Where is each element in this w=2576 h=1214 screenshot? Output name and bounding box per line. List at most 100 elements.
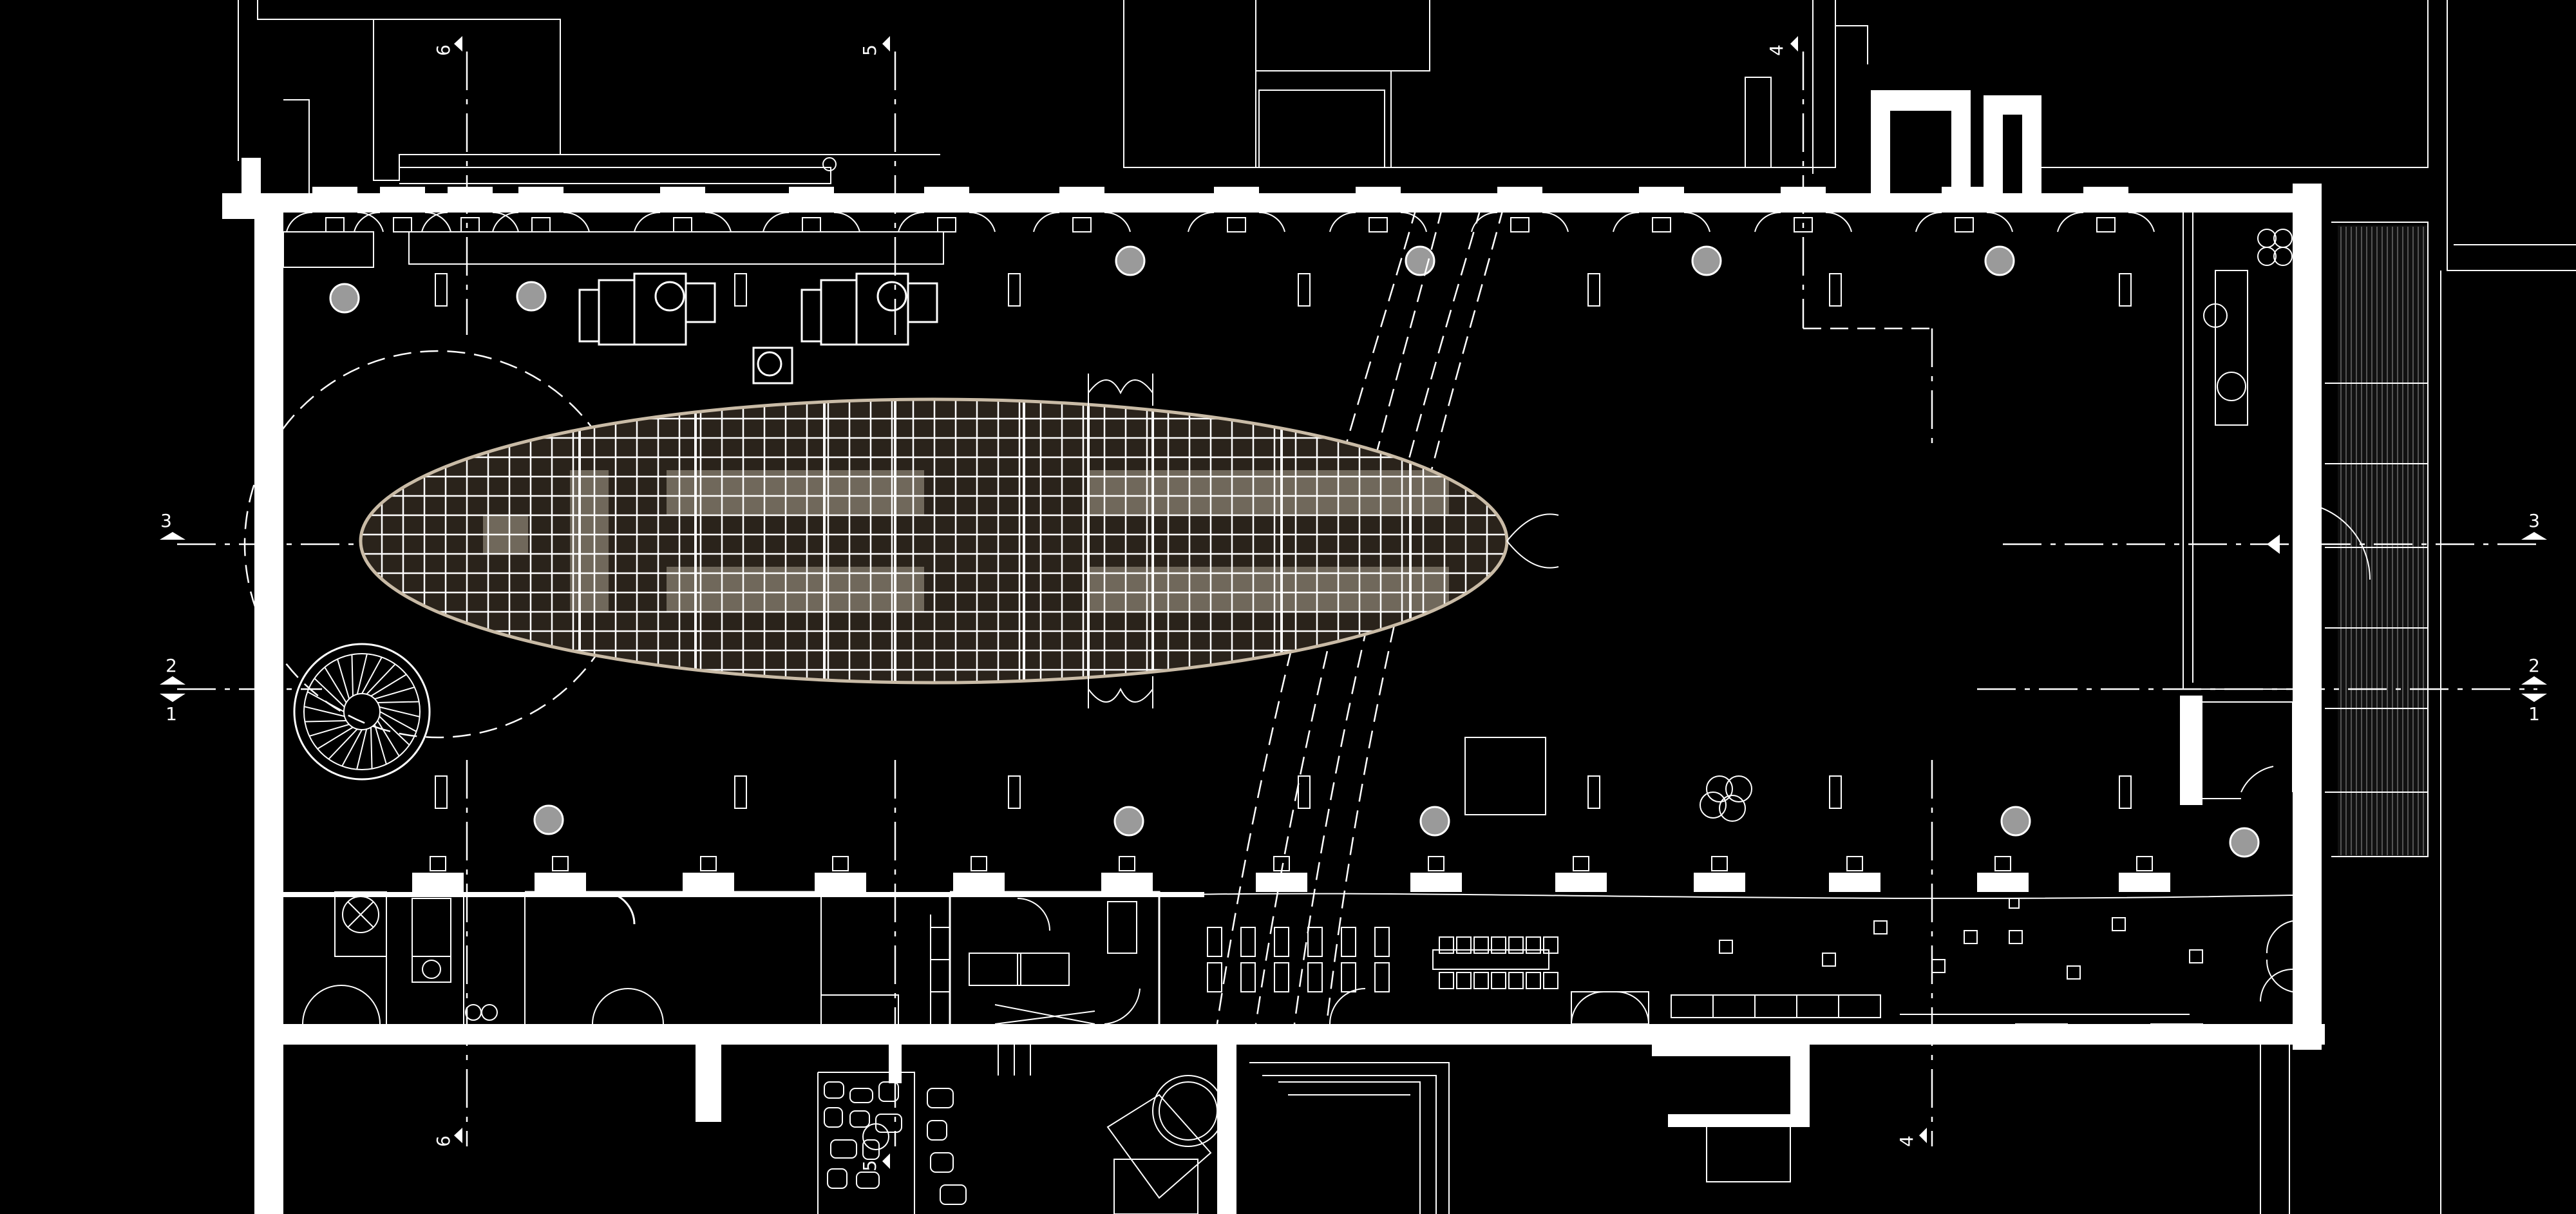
window-pier [1410, 873, 1462, 892]
heater [1008, 775, 1021, 809]
window-sash [1542, 211, 1569, 232]
chair [1543, 936, 1558, 954]
section-label: 4 [1766, 44, 1787, 56]
north-tower-2 [1984, 95, 2041, 193]
stair-tread [377, 720, 400, 757]
desk-clusters [1207, 927, 1558, 992]
section-label: 3 [160, 510, 172, 531]
window-pier [1977, 873, 2029, 892]
window-sash [1329, 211, 1356, 232]
column [516, 281, 547, 312]
radiator [1072, 217, 1092, 232]
outer-walls [222, 90, 2325, 1214]
window-sash [1033, 211, 1060, 232]
heater [1587, 775, 1600, 809]
stair-tread [314, 678, 345, 708]
window-pier [1942, 187, 1987, 203]
chair [1456, 936, 1472, 954]
window-pier [1497, 187, 1542, 203]
chair [1543, 972, 1558, 989]
machinery [283, 157, 944, 384]
desk [1374, 927, 1390, 957]
radiator [1652, 217, 1671, 232]
stair-tread [361, 656, 383, 694]
desk [1274, 962, 1289, 992]
window-sash [286, 211, 313, 232]
stone [940, 1184, 967, 1205]
window-pier [789, 187, 834, 203]
window-sash [424, 211, 451, 232]
heater [435, 273, 448, 307]
ellipse-stage [359, 374, 1559, 708]
radiator [937, 217, 956, 232]
stair-tread [374, 724, 387, 764]
stone [849, 1088, 873, 1103]
radiator [2096, 217, 2116, 232]
south-bay [1652, 1045, 1810, 1127]
radiator [2136, 856, 2153, 871]
table [667, 470, 924, 515]
window-sash [1986, 211, 2013, 232]
south-window-piers [412, 856, 2170, 892]
heater [734, 273, 747, 307]
spiral-staircase [293, 643, 431, 781]
window-pier [2119, 873, 2170, 892]
table [1088, 470, 1449, 515]
window-pier [1214, 187, 1259, 203]
column [2000, 806, 2031, 837]
window-sash [1471, 211, 1498, 232]
section-markers: 3 3 2 1 2 1 6 5 4 6 [160, 36, 2547, 1171]
desk [1307, 927, 1323, 957]
window-pier [1101, 873, 1153, 892]
ellipse-grid [361, 399, 1507, 683]
window-pier [1639, 187, 1684, 203]
marker-4-south: 4 [1896, 1128, 1927, 1147]
desk [1240, 927, 1256, 957]
heater [1008, 273, 1021, 307]
marker-5-north: 5 [859, 36, 890, 56]
window-pier [683, 873, 734, 892]
stair-tread [337, 659, 350, 699]
radiator [971, 856, 987, 871]
ellipse-entrances [1088, 374, 1153, 708]
window-sash [357, 211, 384, 232]
chair [1491, 972, 1506, 989]
radiator [1846, 856, 1863, 871]
east-room [2180, 213, 2371, 992]
section-label: 5 [859, 44, 880, 56]
window-pier [1555, 873, 1607, 892]
radiator [700, 856, 717, 871]
window-sash [1915, 211, 1942, 232]
south-pier-1 [696, 1045, 721, 1122]
desk [1207, 962, 1222, 992]
stair-tread [379, 716, 410, 746]
stone [827, 1168, 848, 1189]
section-label: 3 [2528, 510, 2540, 531]
window-sash [634, 211, 661, 232]
window-sash [1754, 211, 1781, 232]
stair-tread [370, 674, 407, 697]
chair [1526, 936, 1541, 954]
heater [1829, 273, 1842, 307]
window-sash [492, 211, 519, 232]
marker-4-north: 4 [1766, 36, 1798, 56]
table [1088, 567, 1449, 612]
column [2229, 827, 2260, 858]
chair [1473, 972, 1489, 989]
radiator [1510, 217, 1530, 232]
stair-tread [307, 691, 345, 712]
stair-tread [324, 667, 347, 703]
heater [1587, 273, 1600, 307]
stair-tread [366, 663, 396, 695]
radiator [1428, 856, 1444, 871]
marker-6-north: 6 [433, 36, 462, 56]
column [1405, 245, 1435, 276]
radiator [430, 856, 446, 871]
window-pier [2083, 187, 2128, 203]
radiator [1711, 856, 1728, 871]
stair-tread [305, 720, 346, 723]
window-sash [1104, 211, 1131, 232]
radiator [1955, 217, 1974, 232]
window-sash [1683, 211, 1710, 232]
